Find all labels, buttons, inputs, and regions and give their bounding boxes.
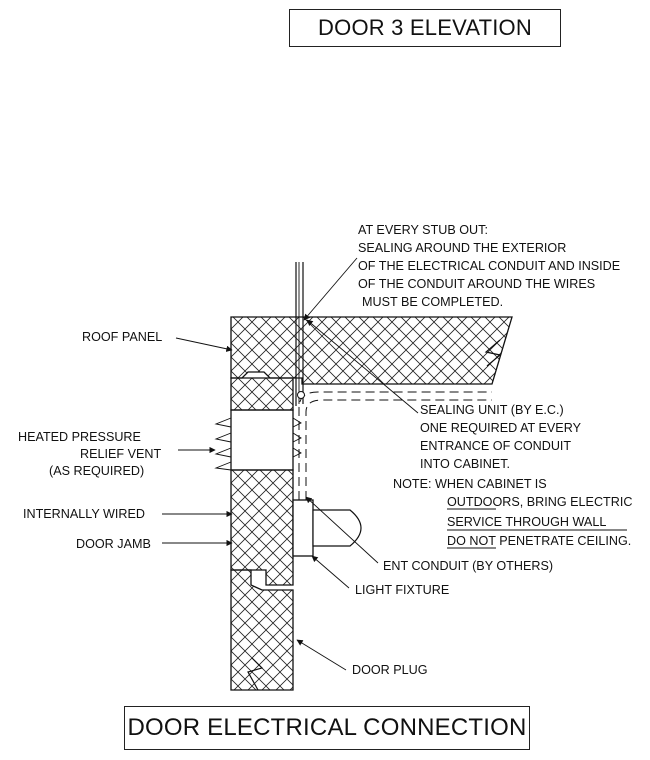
sealing-unit: [297, 391, 305, 399]
leader-stub-out: [303, 257, 358, 321]
label-relief-vent-1: HEATED PRESSURE: [18, 430, 141, 444]
leader-door-plug: [296, 639, 347, 671]
relief-vent: [230, 409, 294, 471]
label-sealing-2: ONE REQUIRED AT EVERY: [420, 421, 582, 435]
stub-out-pipe: [295, 262, 304, 406]
drawing-title-bottom: DOOR ELECTRICAL CONNECTION: [124, 706, 530, 750]
label-ent-conduit: ENT CONDUIT (BY OTHERS): [383, 559, 553, 573]
label-stub-out-2: SEALING AROUND THE EXTERIOR: [358, 241, 566, 255]
door-jamb: [230, 469, 294, 586]
label-door-jamb: DOOR JAMB: [76, 537, 151, 551]
label-sealing-4: INTO CABINET.: [420, 457, 510, 471]
leader-roof-panel: [175, 337, 233, 352]
vent-louvers-left: [214, 417, 232, 471]
leader-sealing: [306, 319, 419, 414]
ent-conduit-inner: [305, 399, 492, 500]
label-note-3: SERVICE THROUGH WALL: [447, 515, 606, 529]
label-relief-vent-2: RELIEF VENT: [80, 447, 161, 461]
plug-break-line: [247, 657, 264, 691]
label-sealing-1: SEALING UNIT (BY E.C.): [420, 403, 564, 417]
drawing-title-top: DOOR 3 ELEVATION: [289, 9, 561, 47]
label-internally-wired: INTERNALLY WIRED: [23, 507, 145, 521]
label-relief-vent-3: (AS REQUIRED): [49, 464, 144, 478]
label-stub-out-4: OF THE CONDUIT AROUND THE WIRES: [358, 277, 595, 291]
label-stub-out-5: MUST BE COMPLETED.: [362, 295, 503, 309]
leader-ent-conduit: [305, 496, 379, 564]
label-stub-out-3: OF THE ELECTRICAL CONDUIT AND INSIDE: [358, 259, 620, 273]
label-light-fixture: LIGHT FIXTURE: [355, 583, 449, 597]
label-door-plug: DOOR PLUG: [352, 663, 428, 677]
vent-louvers-right: [292, 417, 302, 458]
label-sealing-3: ENTRANCE OF CONDUIT: [420, 439, 571, 453]
door-plug: [230, 569, 294, 691]
label-roof-panel: ROOF PANEL: [82, 330, 162, 344]
upper-wall: [230, 377, 294, 411]
label-note-4: DO NOT PENETRATE CEILING.: [447, 534, 631, 548]
light-fixture-base: [292, 499, 314, 557]
label-note-2: OUTDOORS, BRING ELECTRIC: [447, 495, 632, 509]
note-underline: [447, 508, 627, 549]
roof-break-line: [484, 339, 502, 367]
label-note-1: NOTE: WHEN CABINET IS: [393, 477, 547, 491]
label-stub-out-1: AT EVERY STUB OUT:: [358, 223, 488, 237]
leader-light-fixture: [311, 555, 350, 589]
